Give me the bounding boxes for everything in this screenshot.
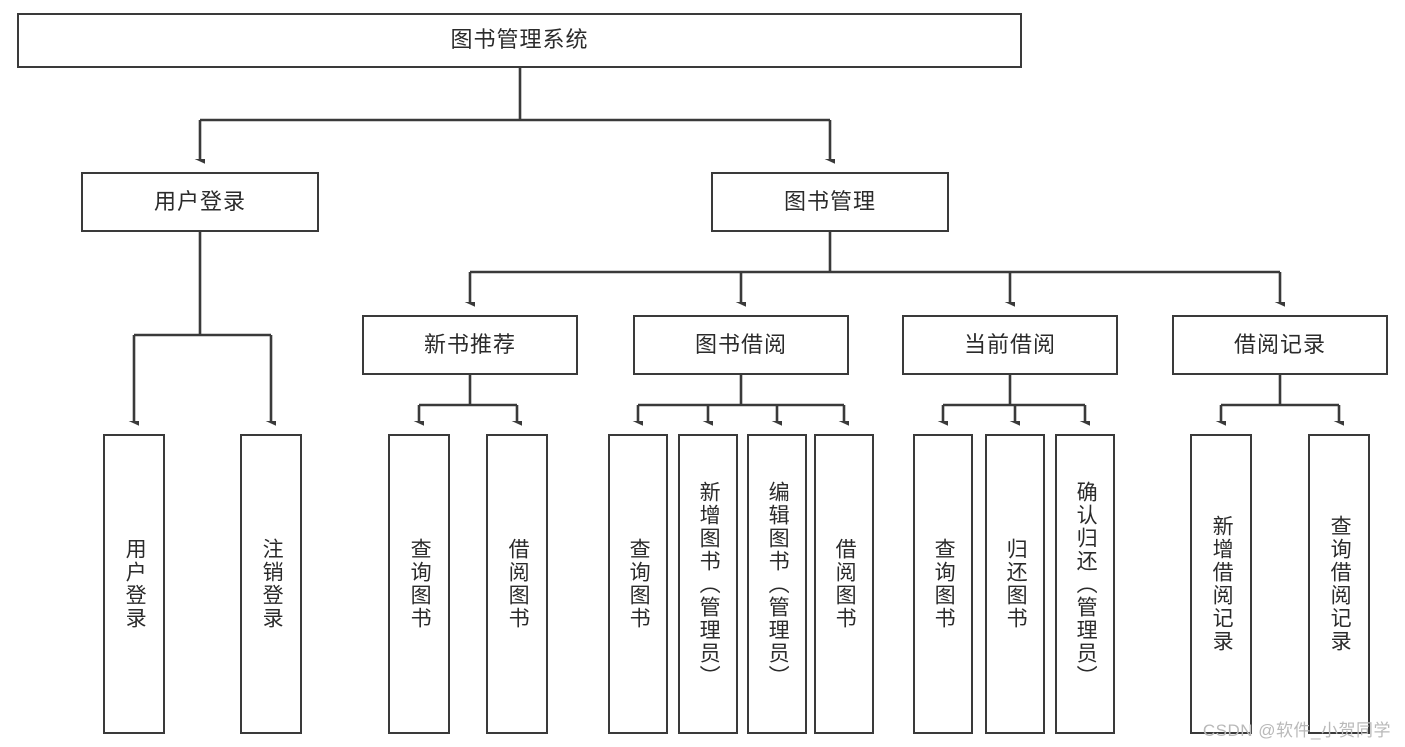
node-leaf-query-borrow-record[interactable]: 查询借阅记录 (1308, 434, 1370, 734)
node-leaf-query-book-recommend-label: 查询图书 (408, 538, 432, 630)
node-current-borrow[interactable]: 当前借阅 (902, 315, 1118, 375)
node-leaf-user-login-label: 用户登录 (123, 538, 147, 630)
node-book-borrow[interactable]: 图书借阅 (633, 315, 849, 375)
node-user-login-label: 用户登录 (153, 188, 246, 214)
node-leaf-confirm-return-admin[interactable]: 确认归还（管理员） (1055, 434, 1115, 734)
node-leaf-return-book-label: 归还图书 (1004, 538, 1028, 630)
node-user-login[interactable]: 用户登录 (81, 172, 319, 232)
node-leaf-borrow-book-recommend[interactable]: 借阅图书 (486, 434, 548, 734)
node-leaf-add-book-admin[interactable]: 新增图书（管理员） (678, 434, 738, 734)
node-leaf-add-borrow-record[interactable]: 新增借阅记录 (1190, 434, 1252, 734)
node-leaf-edit-book-admin[interactable]: 编辑图书（管理员） (747, 434, 807, 734)
node-leaf-confirm-return-admin-label: 确认归还（管理员） (1074, 480, 1098, 688)
node-book-borrow-label: 图书借阅 (694, 331, 787, 357)
node-root-label: 图书管理系统 (450, 27, 589, 53)
node-root[interactable]: 图书管理系统 (17, 13, 1022, 68)
node-leaf-return-book[interactable]: 归还图书 (985, 434, 1045, 734)
node-leaf-query-book-borrow[interactable]: 查询图书 (608, 434, 668, 734)
node-leaf-user-login[interactable]: 用户登录 (103, 434, 165, 734)
node-leaf-borrow-book-label: 借阅图书 (833, 538, 857, 630)
watermark-text: CSDN @软件_小贺同学 (1202, 721, 1391, 740)
node-book-management-label: 图书管理 (783, 188, 876, 214)
node-leaf-borrow-book[interactable]: 借阅图书 (814, 434, 874, 734)
node-borrow-record-label: 借阅记录 (1233, 331, 1326, 357)
node-leaf-query-borrow-record-label: 查询借阅记录 (1328, 515, 1352, 653)
node-leaf-add-book-admin-label: 新增图书（管理员） (697, 480, 721, 688)
node-leaf-query-book-borrow-label: 查询图书 (627, 538, 651, 630)
node-leaf-query-book-current-label: 查询图书 (932, 538, 956, 630)
node-current-borrow-label: 当前借阅 (963, 331, 1056, 357)
node-leaf-edit-book-admin-label: 编辑图书（管理员） (766, 480, 790, 688)
node-borrow-record[interactable]: 借阅记录 (1172, 315, 1388, 375)
node-book-management[interactable]: 图书管理 (711, 172, 949, 232)
node-new-book-recommend[interactable]: 新书推荐 (362, 315, 578, 375)
node-leaf-logout-label: 注销登录 (260, 538, 284, 630)
node-leaf-query-book-current[interactable]: 查询图书 (913, 434, 973, 734)
node-leaf-add-borrow-record-label: 新增借阅记录 (1210, 515, 1234, 653)
node-leaf-logout[interactable]: 注销登录 (240, 434, 302, 734)
node-new-book-recommend-label: 新书推荐 (423, 331, 516, 357)
node-leaf-query-book-recommend[interactable]: 查询图书 (388, 434, 450, 734)
node-leaf-borrow-book-recommend-label: 借阅图书 (506, 538, 530, 630)
